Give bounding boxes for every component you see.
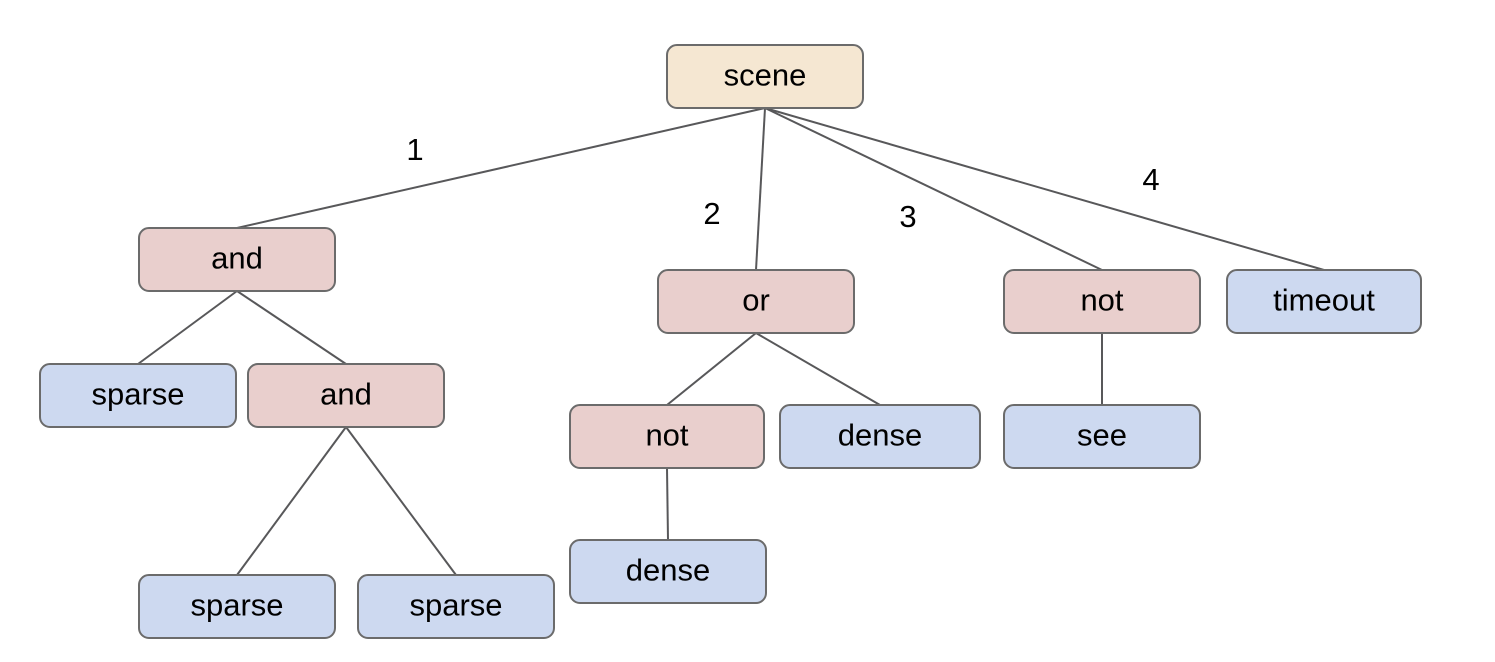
node-box-not1 — [569, 404, 765, 469]
node-label-or1: or — [742, 283, 770, 318]
node-label-sparse1: sparse — [91, 377, 184, 412]
tree-edge-or1-to-dense1 — [755, 332, 881, 406]
tree-node-sparse1[interactable]: sparse — [39, 363, 237, 428]
tree-edge-and2-to-sparse2 — [236, 426, 347, 576]
tree-node-and2[interactable]: and — [247, 363, 445, 428]
node-box-sparse2 — [138, 574, 336, 639]
tree-node-and1[interactable]: and — [138, 227, 336, 292]
edge-label-4: 4 — [1142, 162, 1159, 197]
node-label-and1: and — [211, 241, 263, 276]
nodes-layer: scene and or not timeout sparse and not dense see… — [39, 44, 1422, 639]
tree-edge-and1-to-and2 — [236, 290, 347, 365]
node-box-scene — [666, 44, 864, 109]
node-label-dense2: dense — [626, 553, 710, 588]
node-box-and2 — [247, 363, 445, 428]
node-box-see — [1003, 404, 1201, 469]
node-box-dense2 — [569, 539, 767, 604]
node-box-sparse3 — [357, 574, 555, 639]
node-label-dense1: dense — [838, 418, 922, 453]
node-label-see: see — [1077, 418, 1127, 453]
node-box-not2 — [1003, 269, 1201, 334]
tree-node-not2[interactable]: not — [1003, 269, 1201, 334]
edges-layer — [137, 107, 1325, 576]
node-label-timeout: timeout — [1273, 283, 1375, 318]
node-label-and2: and — [320, 377, 372, 412]
tree-edge-scene-to-and1 — [236, 107, 766, 229]
tree-node-dense2[interactable]: dense — [569, 539, 767, 604]
node-label-scene: scene — [724, 58, 807, 93]
node-box-timeout — [1226, 269, 1422, 334]
tree-node-sparse3[interactable]: sparse — [357, 574, 555, 639]
tree-edge-scene-to-timeout — [764, 107, 1325, 271]
node-box-sparse1 — [39, 363, 237, 428]
node-label-not1: not — [645, 418, 688, 453]
tree-node-see[interactable]: see — [1003, 404, 1201, 469]
tree-node-scene[interactable]: scene — [666, 44, 864, 109]
tree-node-or1[interactable]: or — [657, 269, 855, 334]
tree-node-not1[interactable]: not — [569, 404, 765, 469]
edge-label-3: 3 — [899, 199, 916, 234]
tree-edge-and1-to-sparse1 — [137, 290, 238, 365]
tree-edge-scene-to-or1 — [755, 107, 766, 271]
tree-edge-and2-to-sparse3 — [345, 426, 457, 576]
tree-node-dense1[interactable]: dense — [779, 404, 981, 469]
node-box-dense1 — [779, 404, 981, 469]
tree-node-sparse2[interactable]: sparse — [138, 574, 336, 639]
tree-edge-or1-to-not1 — [666, 332, 757, 406]
tree-edge-scene-to-not2 — [764, 107, 1103, 271]
node-label-sparse2: sparse — [190, 588, 283, 623]
node-label-not2: not — [1080, 283, 1123, 318]
node-box-and1 — [138, 227, 336, 292]
node-box-or1 — [657, 269, 855, 334]
edge-label-1: 1 — [406, 132, 423, 167]
edge-label-2: 2 — [703, 196, 720, 231]
tree-node-timeout[interactable]: timeout — [1226, 269, 1422, 334]
edge-labels-layer: 1 2 3 4 — [406, 132, 1159, 234]
node-label-sparse3: sparse — [409, 588, 502, 623]
tree-edge-not1-to-dense2 — [666, 467, 669, 541]
